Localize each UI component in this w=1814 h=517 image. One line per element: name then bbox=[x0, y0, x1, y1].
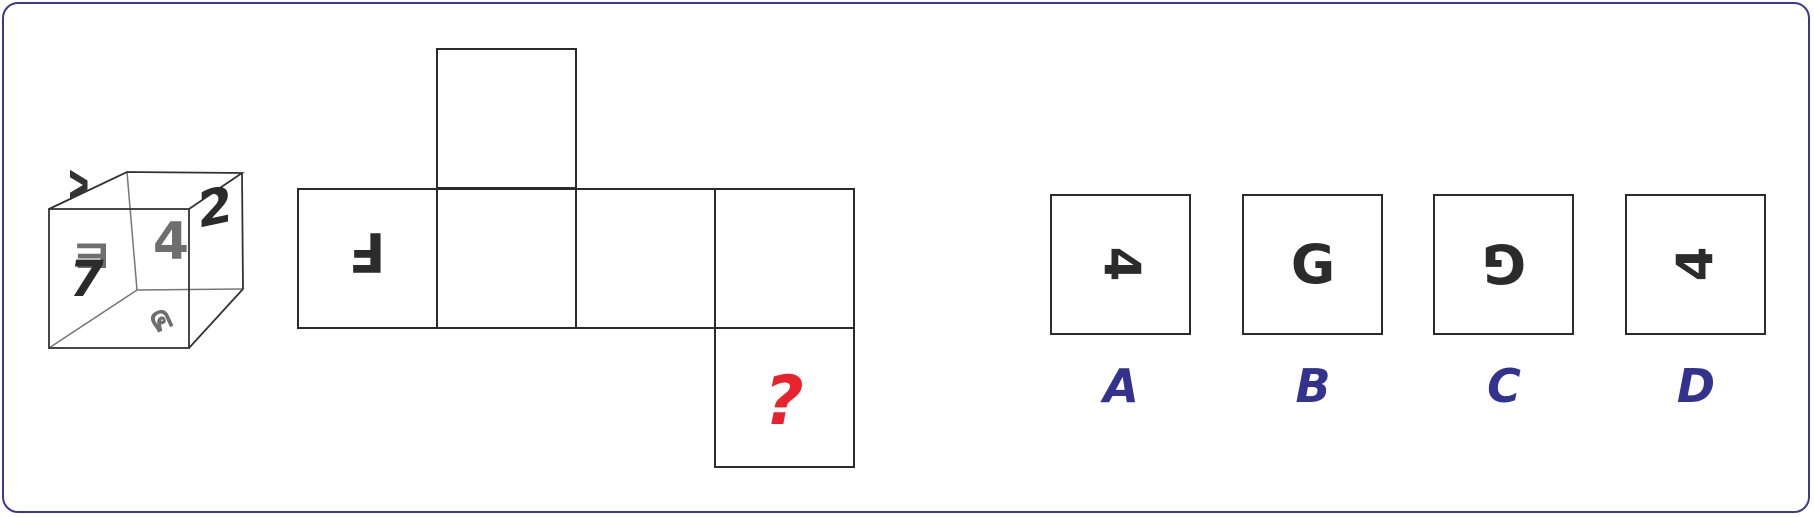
net-question-mark: ? bbox=[764, 362, 803, 441]
cube-top-face bbox=[48, 171, 245, 210]
option-d[interactable]: 4 D bbox=[1625, 194, 1766, 413]
option-b-box[interactable] bbox=[1242, 194, 1383, 335]
net-cell bbox=[436, 188, 577, 329]
net-cell-top bbox=[436, 48, 577, 189]
option-c[interactable]: G C bbox=[1433, 194, 1574, 413]
cube-hidden-edge bbox=[48, 289, 138, 349]
cube-front-symbol: ㅌ bbox=[70, 226, 114, 282]
cube-top-symbol: V bbox=[65, 169, 93, 201]
option-d-symbol: 4 bbox=[1666, 247, 1724, 282]
option-b-label[interactable]: B bbox=[1295, 359, 1330, 413]
net-cell-question bbox=[714, 327, 855, 468]
option-a-symbol: 4 bbox=[1093, 247, 1151, 282]
cube-front-face bbox=[48, 208, 190, 349]
cube-inner-symbol: 4 bbox=[153, 212, 189, 272]
option-d-box[interactable] bbox=[1625, 194, 1766, 335]
cube-figure: ㅌ V 4 2 7 ค bbox=[48, 169, 245, 349]
option-a-label[interactable]: A bbox=[1100, 359, 1139, 413]
cube-bottom-symbol: ค bbox=[142, 296, 180, 342]
option-b[interactable]: G B bbox=[1242, 194, 1383, 413]
net-given-symbol: F bbox=[349, 220, 386, 283]
option-c-symbol: G bbox=[1482, 232, 1526, 295]
net-cell-given bbox=[297, 188, 438, 329]
option-a[interactable]: 4 A bbox=[1050, 194, 1191, 413]
option-c-box[interactable] bbox=[1433, 194, 1574, 335]
option-c-label[interactable]: C bbox=[1487, 359, 1521, 413]
answer-options: 4 A G B G C 4 D bbox=[1050, 194, 1766, 413]
option-b-symbol: G bbox=[1291, 233, 1335, 296]
cube-net bbox=[297, 48, 855, 468]
net-cell bbox=[575, 188, 716, 329]
cube-hidden-edge bbox=[136, 288, 244, 291]
cube-hidden-edge bbox=[126, 171, 138, 291]
net-cell bbox=[714, 188, 855, 329]
cube-right-symbol: 2 bbox=[198, 174, 233, 240]
cube-right-face bbox=[188, 172, 244, 349]
option-d-label[interactable]: D bbox=[1677, 359, 1715, 413]
option-a-box[interactable] bbox=[1050, 194, 1191, 335]
